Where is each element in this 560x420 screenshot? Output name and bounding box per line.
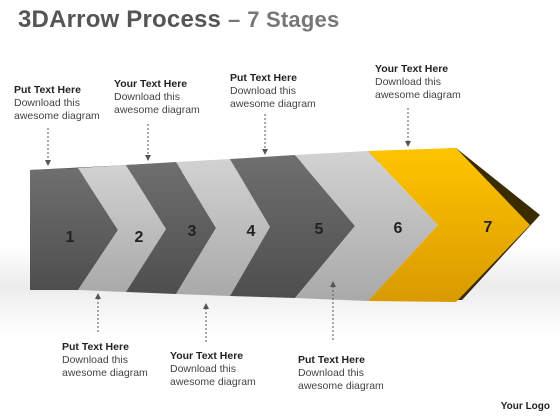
callout-text: awesome diagram [14,110,100,122]
callout-text: awesome diagram [375,89,461,101]
callout-top-4: Your Text Here Download this awesome dia… [375,63,461,102]
callout-top-2: Your Text Here Download this awesome dia… [114,78,200,117]
stage-number-3: 3 [188,223,197,240]
callout-text: Download this [170,363,236,375]
callout-heading: Your Text Here [114,78,188,90]
stage-number-7: 7 [484,219,493,236]
callout-bottom-2: Your Text Here Download this awesome dia… [170,350,256,389]
callout-text: awesome diagram [62,367,148,379]
segment-2 [78,165,166,292]
title-accent: 7 Stages [247,7,340,32]
callout-heading: Your Text Here [375,63,449,75]
callout-text: awesome diagram [170,376,256,388]
callout-bottom-3: Put Text Here Download this awesome diag… [298,354,384,393]
title-main: 3DArrow Process [18,6,222,33]
stage-segments [30,148,530,302]
callout-text: Download this [298,367,364,379]
segment-4 [176,159,270,296]
callout-heading: Put Text Here [62,341,129,353]
callout-text: awesome diagram [114,104,200,116]
segment-5 [230,155,355,298]
callout-text: awesome diagram [298,380,384,392]
pointer-arrow-7 [330,281,336,287]
callout-heading: Put Text Here [230,72,297,84]
callout-text: Download this [114,91,180,103]
page-title: 3DArrow Process – 7 Stages [18,6,339,34]
callout-top-1: Put Text Here Download this awesome diag… [14,84,100,123]
callout-text: Download this [375,76,441,88]
callout-bottom-1: Put Text Here Download this awesome diag… [62,341,148,380]
pointer-arrow-4 [405,141,411,147]
callout-top-3: Put Text Here Download this awesome diag… [230,72,316,111]
segment-6 [295,151,438,301]
stage-number-6: 6 [394,220,403,237]
callout-heading: Put Text Here [14,84,81,96]
callout-text: Download this [62,354,128,366]
pointer-arrow-3 [262,149,268,155]
stage-number-labels: 1 2 3 4 5 6 7 [66,219,493,246]
pointer-arrow-6 [203,303,209,309]
title-dash: – [227,7,241,32]
pointer-lines [45,108,411,344]
callout-text: Download this [230,85,296,97]
logo-placeholder: Your Logo [500,401,550,412]
callout-heading: Put Text Here [298,354,365,366]
stage-number-5: 5 [315,221,324,238]
callout-heading: Your Text Here [170,350,244,362]
callout-text: awesome diagram [230,98,316,110]
pointer-arrow-1 [45,160,51,166]
stage-number-1: 1 [66,229,75,246]
stage-number-2: 2 [135,229,144,246]
pointer-arrow-5 [95,293,101,299]
segment-7 [368,148,530,302]
stage-number-4: 4 [247,223,256,240]
segment-3 [126,162,216,294]
pointer-arrow-2 [145,155,151,161]
callout-text: Download this [14,97,80,109]
segment-1 [30,168,118,290]
